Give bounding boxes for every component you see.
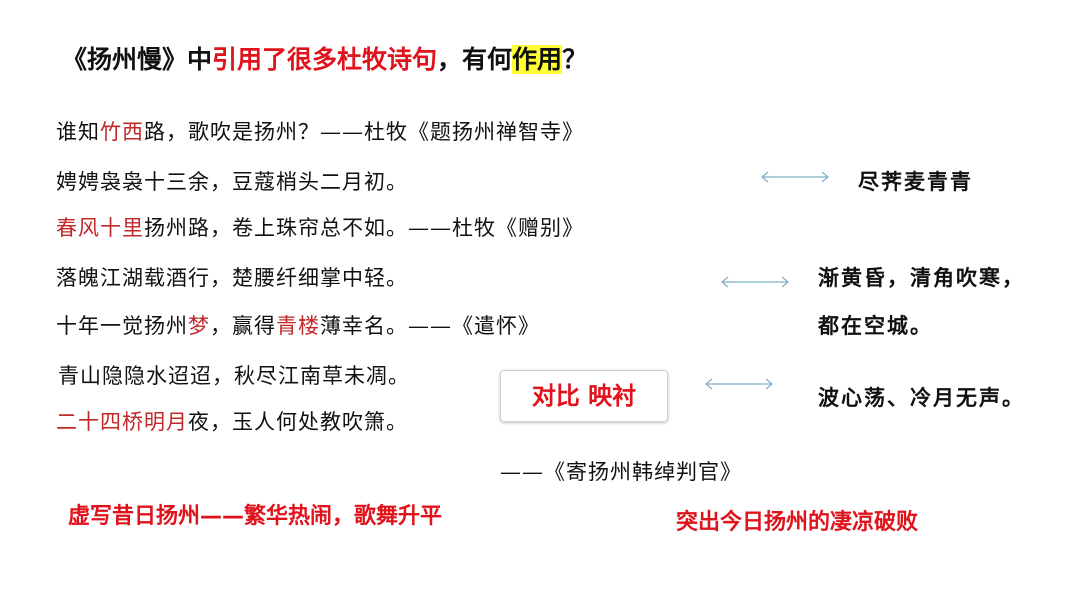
summary-past: 虚写昔日扬州——繁华热闹，歌舞升平 — [68, 504, 443, 529]
poem-text: ——《寄扬州韩绰判官》 — [500, 460, 742, 484]
poem-line-4: 落魄江湖载酒行，楚腰纤细掌中轻。 — [56, 262, 408, 292]
title-part3: ，有何 — [437, 45, 513, 74]
summary-present: 突出今日扬州的凄凉破败 — [676, 510, 919, 535]
contrast-text-1: 尽荠麦青青 — [858, 169, 973, 194]
contrast-text-3: 波心荡、冷月无声。 — [818, 385, 1025, 410]
poem-keyword: 春风十里 — [56, 216, 144, 240]
poem-text: 落魄江湖载酒行，楚腰纤细掌中轻。 — [56, 266, 408, 290]
contrast-text-2a: 渐黄昏，清角吹寒， — [818, 265, 1025, 290]
poem-line-2: 娉娉袅袅十三余，豆蔻梢头二月初。 — [56, 166, 408, 196]
page-title: 《扬州慢》中引用了很多杜牧诗句，有何作用？ — [62, 40, 587, 76]
poem-text: 青山隐隐水迢迢，秋尽江南草未凋。 — [58, 364, 410, 388]
poem-keyword: 青楼 — [276, 314, 320, 338]
contrast-text-2b: 都在空城。 — [818, 313, 933, 338]
poem-keyword: 梦 — [188, 314, 210, 338]
double-arrow-icon — [705, 378, 773, 390]
double-arrow-icon — [761, 171, 829, 183]
poem-text: ，赢得 — [210, 314, 276, 338]
poem-keyword: 竹西 — [100, 120, 144, 144]
title-part2: 引用了很多杜牧诗句 — [212, 45, 438, 74]
poem-text: 扬州路，卷上珠帘总不如。——杜牧《赠别》 — [144, 216, 584, 240]
poem-text: 路，歌吹是扬州？——杜牧《题扬州禅智寺》 — [144, 120, 584, 144]
poem-attribution: ——《寄扬州韩绰判官》 — [500, 456, 742, 486]
poem-keyword: 二十四桥明月 — [56, 410, 188, 434]
title-part5: ？ — [562, 45, 588, 74]
poem-line-3: 春风十里扬州路，卷上珠帘总不如。——杜牧《赠别》 — [56, 212, 584, 242]
poem-text: 娉娉袅袅十三余，豆蔻梢头二月初。 — [56, 170, 408, 194]
title-part1: 《扬州慢》中 — [62, 45, 213, 74]
poem-text: 夜，玉人何处教吹箫。 — [188, 410, 408, 434]
poem-text: 薄幸名。——《遣怀》 — [320, 314, 540, 338]
poem-text: 谁知 — [56, 120, 100, 144]
contrast-badge: 对比 映衬 — [500, 370, 668, 422]
poem-line-1: 谁知竹西路，歌吹是扬州？——杜牧《题扬州禅智寺》 — [56, 116, 584, 146]
poem-text: 十年一觉扬州 — [56, 314, 188, 338]
poem-line-6: 青山隐隐水迢迢，秋尽江南草未凋。 — [58, 360, 410, 390]
poem-line-5: 十年一觉扬州梦，赢得青楼薄幸名。——《遣怀》 — [56, 310, 540, 340]
title-highlight: 作用 — [512, 45, 563, 74]
double-arrow-icon — [721, 276, 789, 288]
poem-line-7: 二十四桥明月夜，玉人何处教吹箫。 — [56, 406, 408, 436]
